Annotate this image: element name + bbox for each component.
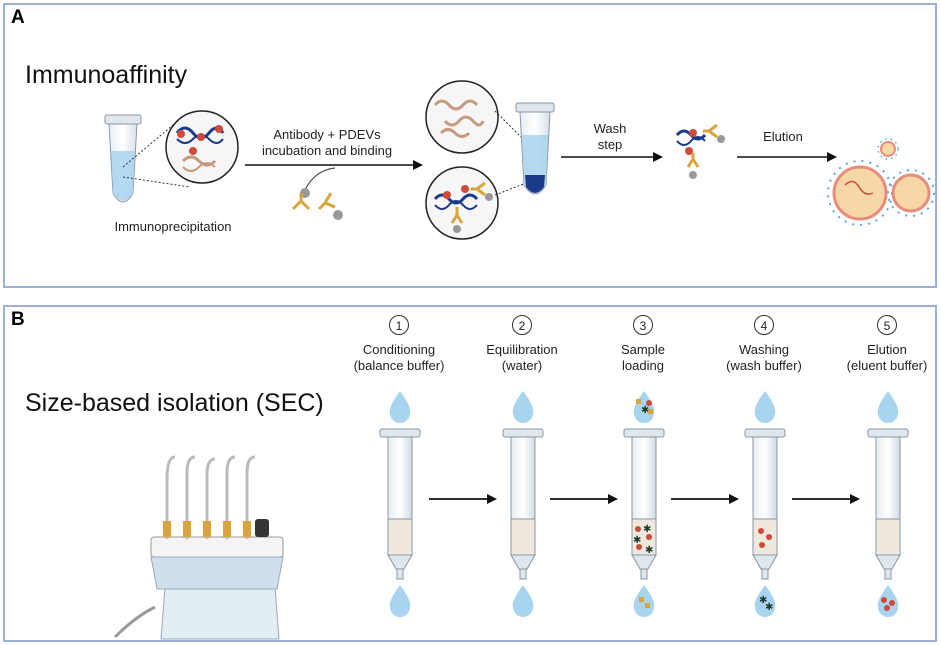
step-3-bottom-contents (639, 597, 650, 608)
step-2-number: 2 (512, 315, 532, 335)
svg-text:✱: ✱ (645, 545, 653, 556)
panel-a-label: A (11, 7, 25, 28)
svg-text:✱: ✱ (765, 602, 773, 613)
label-immunoprecipitation: Immunoprecipitation (114, 219, 232, 234)
step-2-column (502, 428, 544, 580)
step-1-column (379, 428, 421, 580)
step-5-label-line1: Elution (867, 342, 907, 357)
svg-text:✱: ✱ (759, 595, 767, 606)
step-4-number: 4 (754, 315, 774, 335)
panel-a: A Immunoaffinity (3, 3, 937, 288)
step-5-label-line2: (eluent buffer) (846, 358, 928, 373)
step-3-column-contents: ✱ ✱ ✱ (633, 524, 653, 556)
label-wash-line1: Wash (593, 121, 627, 136)
label-incubation-line1: Antibody + PDEVs (273, 127, 381, 142)
panel-a-illustration (104, 80, 935, 240)
binding-tube (515, 102, 555, 195)
step-2-bottom-drop (512, 585, 534, 617)
step-3-number: 3 (633, 315, 653, 335)
antibody-reagent (291, 167, 343, 220)
svg-text:✱: ✱ (643, 524, 651, 535)
step-4-top-drop (754, 391, 776, 423)
panel-b-title: Size-based isolation (SEC) (25, 389, 324, 417)
panel-b-illustration: ✱ ✱ ✱ ✱ (113, 391, 909, 640)
step-3-label-line2: loading (622, 358, 664, 373)
step-4-label-line2: (wash buffer) (726, 358, 802, 373)
step-4-bottom-contents: ✱ ✱ (759, 595, 773, 613)
step-5-top-drop (877, 391, 899, 423)
step-3-column (623, 428, 665, 580)
step-5-bottom-drop (877, 585, 899, 617)
vesicle-large (827, 160, 893, 226)
step-2-top-drop (512, 391, 534, 423)
vesicle-medium (887, 169, 935, 217)
sample-tube (104, 114, 142, 203)
step-5-number: 5 (877, 315, 897, 335)
step-1-label-line1: Conditioning (362, 342, 436, 357)
label-elution-a: Elution (763, 129, 803, 144)
step-4-label-line1: Washing (738, 342, 790, 357)
label-wash-line2: step (597, 137, 623, 152)
washed-complex (675, 123, 725, 179)
step-1-bottom-drop (389, 585, 411, 617)
svg-text:✱: ✱ (641, 405, 649, 416)
step-2-label-line2: (water) (501, 358, 543, 373)
step-5-bottom-contents (881, 597, 895, 611)
label-incubation-line2: incubation and binding (261, 143, 393, 158)
panel-a-title: Immunoaffinity (25, 61, 188, 89)
magnified-bound-circle (425, 166, 499, 240)
vesicle-small (877, 138, 899, 160)
sec-apparatus (113, 455, 284, 640)
sample-particles: ✱ (636, 399, 653, 416)
step-arrows (429, 494, 860, 504)
svg-text:✱: ✱ (633, 535, 641, 546)
panel-b: B Size-based isolation (SEC) 1 Condition… (3, 305, 937, 642)
panel-b-label: B (11, 309, 25, 330)
step-4-column-contents (758, 528, 772, 548)
step-3-label-line1: Sample (620, 342, 666, 357)
step-1-label-line2: (balance buffer) (353, 358, 445, 373)
step-2-label-line1: Equilibration (486, 342, 558, 357)
magnified-unbound-circle (425, 80, 499, 154)
step-1-number: 1 (389, 315, 409, 335)
step-5-column (867, 428, 909, 580)
magnified-sample-circle (165, 110, 239, 184)
step-4-column (744, 428, 786, 580)
step-1-top-drop (389, 391, 411, 423)
